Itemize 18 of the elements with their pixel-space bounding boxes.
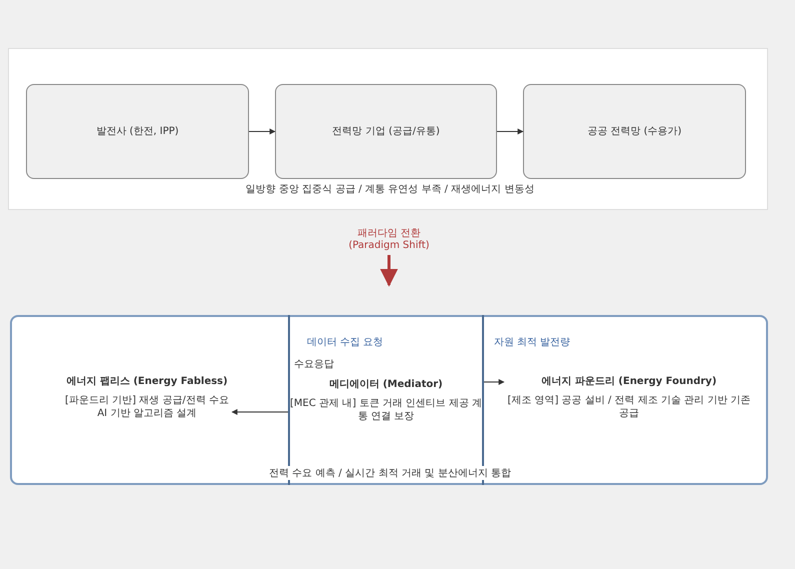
- node-title: 메디에이터 (Mediator): [329, 378, 443, 390]
- annotation: 일방향 중앙 집중식 공급 / 계통 유연성 부족 / 재생에너지 변동성: [244, 182, 536, 196]
- panel-background: [8, 48, 768, 210]
- process-box: [26, 84, 249, 179]
- process-box: [523, 84, 746, 179]
- node-title: 에너지 팹리스 (Energy Fabless): [66, 374, 228, 388]
- process-box: [275, 84, 497, 179]
- node-title: 공공 전력망 (수용가): [587, 125, 682, 138]
- node-description: [제조 영역] 공공 설비 / 전력 제조 기술 관리 기반 기존 공급: [506, 394, 752, 420]
- annotation: 전력 수요 예측 / 실시간 최적 거래 및 분산에너지 통합: [267, 466, 513, 480]
- node-description: [파운드리 기반] 재생 공급/전력 수요 AI 기반 알고리즘 설계: [64, 394, 230, 420]
- node-title: 전력망 기업 (공급/유통): [332, 125, 440, 138]
- annotation: 자원 최적 발전량: [492, 335, 572, 349]
- node-title: 에너지 파운드리 (Energy Foundry): [541, 374, 717, 388]
- node-title: 발전사 (한전, IPP): [96, 125, 179, 138]
- annotation: 수요응답: [292, 357, 336, 371]
- panel-background: [10, 315, 768, 485]
- node-description: [MEC 관제 내] 토큰 거래 인센티브 제공 계통 연결 보장: [290, 396, 482, 422]
